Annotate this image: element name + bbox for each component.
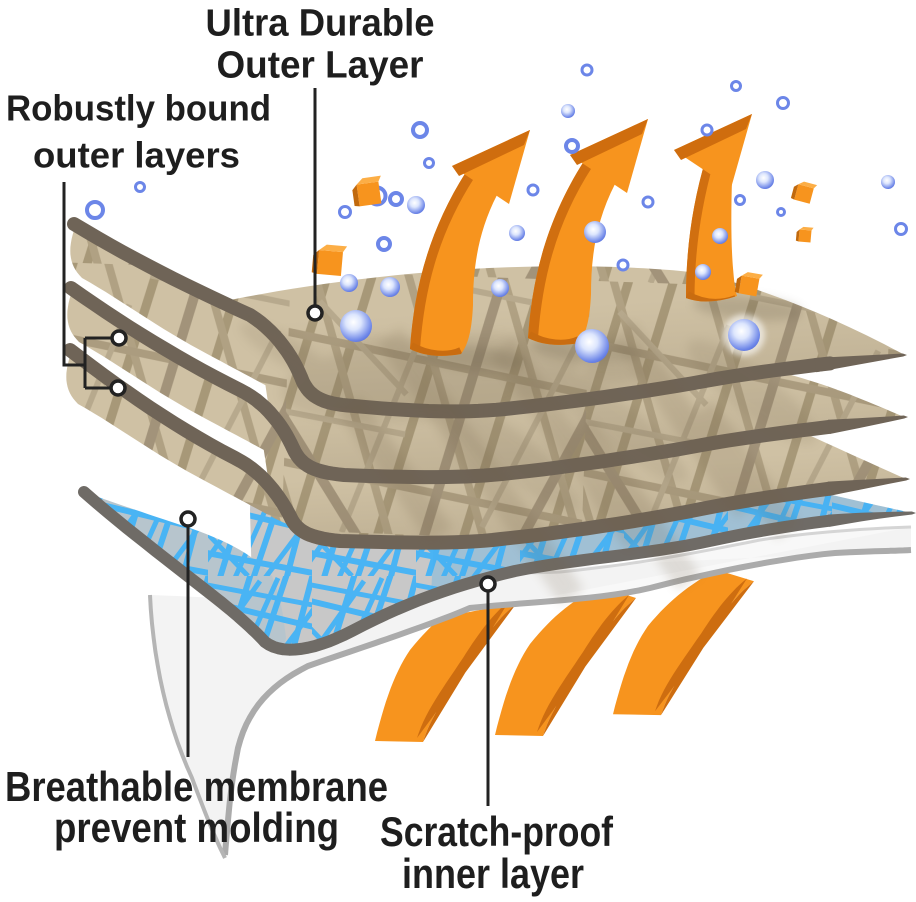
svg-text:Robustly bound: Robustly bound	[6, 88, 271, 129]
svg-text:prevent molding: prevent molding	[54, 804, 339, 851]
svg-text:outer layers: outer layers	[33, 135, 240, 176]
svg-text:Scratch-proof: Scratch-proof	[380, 808, 614, 855]
svg-text:inner layer: inner layer	[402, 850, 584, 897]
svg-text:Ultra Durable: Ultra Durable	[206, 3, 435, 45]
svg-text:Breathable membrane: Breathable membrane	[5, 763, 388, 810]
svg-text:Outer Layer: Outer Layer	[217, 45, 424, 87]
